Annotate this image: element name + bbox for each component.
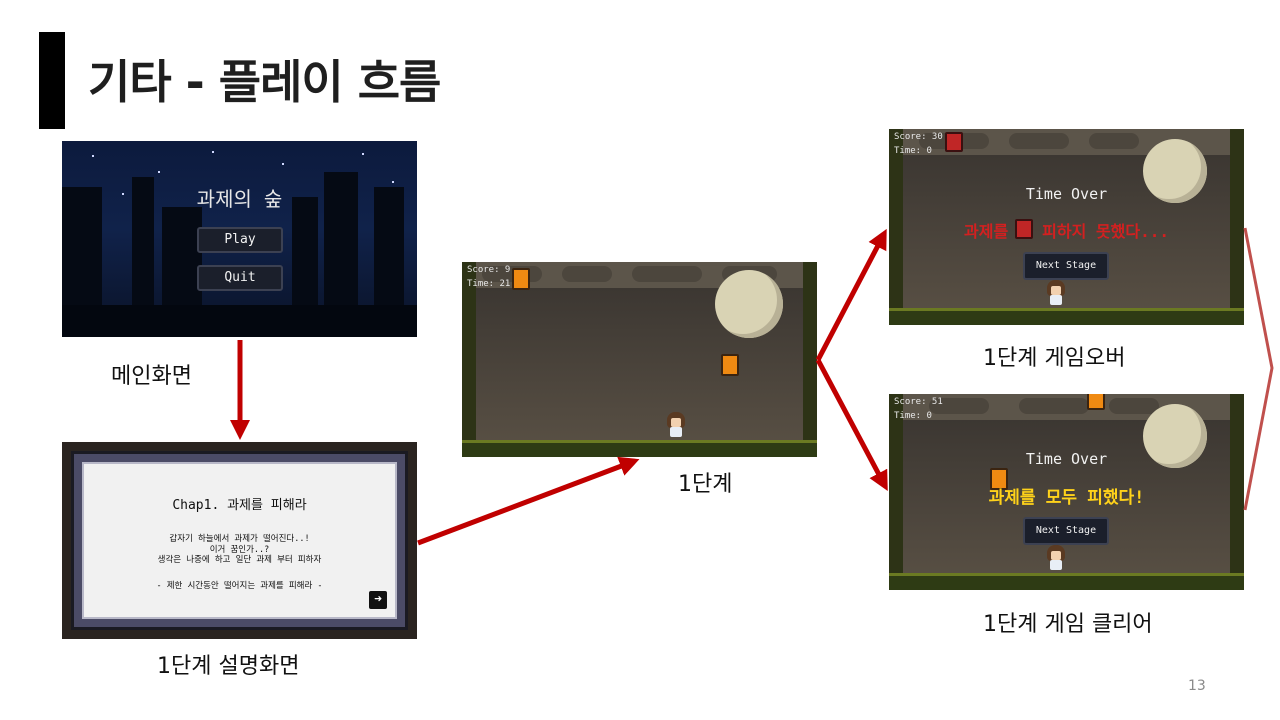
game-clear-screenshot: Score: 51 Time: 0 Time Over 과제를 모두 피했다! … — [889, 394, 1244, 590]
time-label: Time: 0 — [894, 146, 932, 156]
result-title: Time Over — [1025, 450, 1108, 468]
next-stage-button[interactable]: Next Stage — [1023, 517, 1109, 545]
explanation-text: 갑자기 하늘에서 과제가 떨어진다..! 이거 꿈인가..? 생각은 나중에 하… — [84, 534, 395, 566]
result-message: 과제를 모두 피했다! — [988, 488, 1145, 508]
page-number: 13 — [1188, 678, 1206, 694]
slide-title: 기타 - 플레이 흐름 — [88, 55, 441, 109]
stage1-caption: 1단계 — [678, 472, 733, 497]
main-menu-screenshot: 과제의 숲 Play Quit — [62, 141, 417, 337]
play-button[interactable]: Play — [197, 227, 283, 253]
falling-book-icon — [721, 354, 739, 376]
main-menu-caption: 메인화면 — [111, 364, 192, 389]
game-clear-caption: 1단계 게임 클리어 — [983, 612, 1153, 637]
explanation-line: 생각은 나중에 하고 일단 과제 부터 피하자 — [157, 555, 322, 565]
quit-button[interactable]: Quit — [197, 265, 283, 291]
falling-book-icon — [1087, 394, 1105, 410]
result-title: Time Over — [1025, 185, 1108, 203]
stage1-gameplay-screenshot: Score: 9 Time: 21 — [462, 262, 817, 457]
explanation-heading: Chap1. 과제를 피해라 — [172, 498, 307, 513]
explanation-line: 이거 꿈인가..? — [209, 544, 270, 555]
arrow-right-icon[interactable]: ➜ — [369, 591, 387, 609]
result-bracket — [1243, 227, 1274, 511]
moon — [715, 270, 783, 338]
score-label: Score: 30 — [894, 132, 943, 142]
player-character — [1045, 280, 1067, 306]
time-label: Time: 0 — [894, 411, 932, 421]
falling-book-icon — [512, 268, 530, 290]
arrow-stage1-to-game-clear — [815, 358, 888, 492]
stage1-explanation-screenshot: Chap1. 과제를 피해라 갑자기 하늘에서 과제가 떨어진다..! 이거 꿈… — [62, 442, 417, 639]
score-label: Score: 9 — [467, 265, 511, 275]
title-accent-bar — [39, 32, 65, 129]
arrow-explanation-to-stage1 — [417, 456, 640, 546]
moon — [1143, 404, 1207, 468]
falling-book-icon — [945, 132, 963, 152]
game-over-screenshot: Score: 30 Time: 0 Time Over 과제를 다 피하지 못했… — [889, 129, 1244, 325]
next-stage-button[interactable]: Next Stage — [1023, 252, 1109, 280]
falling-book-icon — [990, 468, 1008, 490]
falling-book-icon — [1015, 219, 1033, 239]
arrow-stage1-to-game-over — [815, 228, 887, 362]
explanation-caption: 1단계 설명화면 — [157, 654, 300, 679]
player-character — [1045, 545, 1067, 571]
score-label: Score: 51 — [894, 397, 943, 407]
player-character — [665, 412, 687, 438]
time-label: Time: 21 — [467, 279, 511, 289]
game-title: 과제의 숲 — [196, 187, 283, 211]
game-over-caption: 1단계 게임오버 — [983, 346, 1126, 371]
explanation-line: 갑자기 하늘에서 과제가 떨어진다..! — [169, 534, 310, 544]
moon — [1143, 139, 1207, 203]
explanation-rule: - 제한 시간동안 떨어지는 과제를 피해라 - — [156, 581, 323, 591]
